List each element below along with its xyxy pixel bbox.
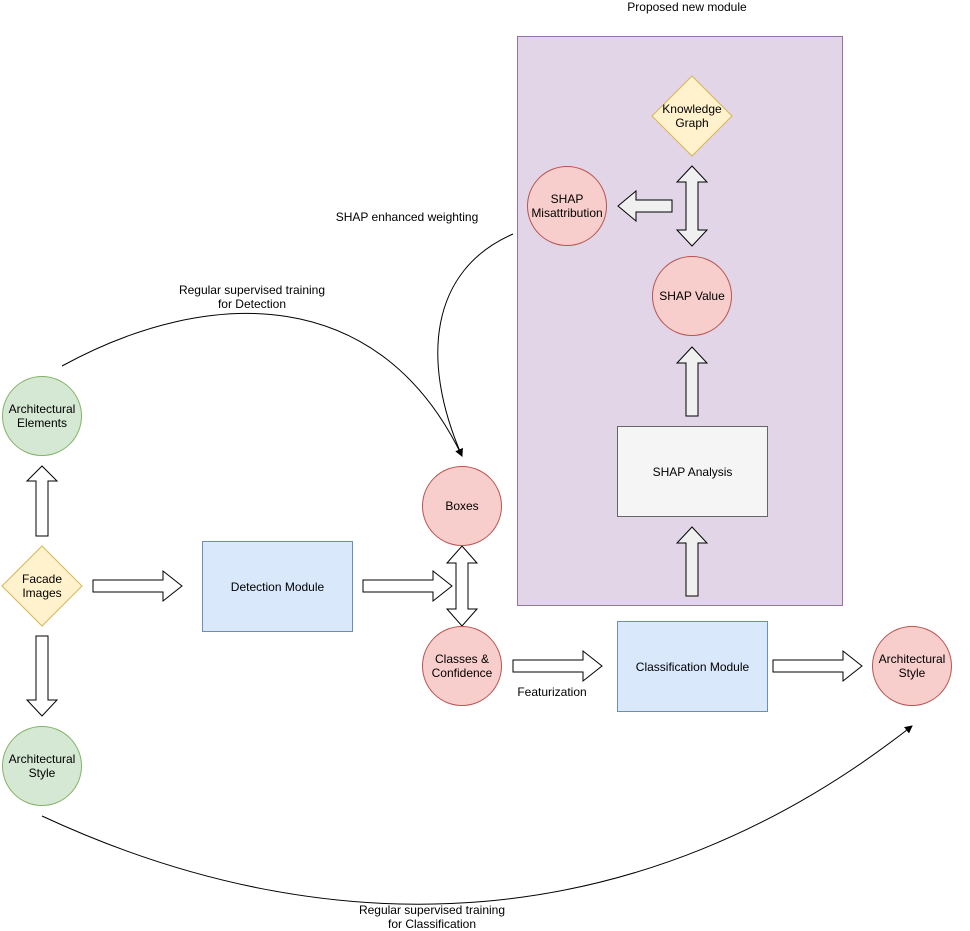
facade-images-shape: [1, 545, 83, 627]
architectural-elements-node: Architectural Elements: [2, 376, 82, 456]
arrow-to-misattribution: [617, 189, 673, 223]
arrow-detection-to-boxes: [362, 569, 453, 603]
curve-classification-training: [41, 725, 913, 905]
shap-analysis-node: SHAP Analysis: [617, 426, 768, 517]
architectural-elements-label: Architectural Elements: [8, 402, 76, 430]
arrow-classification-to-shap-analysis: [675, 526, 709, 597]
detection-module-label: Detection Module: [230, 579, 325, 594]
classification-training-label: Regular supervised training for Classifi…: [358, 903, 506, 931]
shap-misattribution-label: SHAP Misattribution: [531, 192, 603, 220]
proposed-module-label: Proposed new module: [627, 0, 747, 14]
arrow-classes-to-classification: [512, 649, 603, 683]
boxes-node: Boxes: [422, 466, 502, 546]
architectural-style-input-node: Architectural Style: [2, 726, 82, 806]
architectural-style-output-label: Architectural Style: [878, 652, 946, 680]
architectural-style-input-label: Architectural Style: [8, 752, 76, 780]
arrow-facade-to-elements: [25, 465, 59, 537]
arrow-facade-to-style: [25, 635, 59, 717]
detection-module-node: Detection Module: [202, 541, 353, 632]
architectural-style-output-node: Architectural Style: [872, 626, 952, 706]
classification-module-label: Classification Module: [635, 659, 750, 674]
curve-shap-weighting: [437, 233, 514, 457]
classification-module-node: Classification Module: [617, 621, 768, 712]
arrow-value-knowledge-bidirectional: [675, 165, 709, 247]
facade-images-node: Facade Images: [2, 546, 82, 626]
shap-analysis-label: SHAP Analysis: [652, 464, 733, 479]
knowledge-graph-label: Knowledge Graph: [662, 102, 722, 130]
facade-images-label: Facade Images: [21, 572, 63, 600]
knowledge-graph-shape: [651, 75, 733, 157]
detection-training-label: Regular supervised training for Detectio…: [178, 283, 326, 311]
arrow-shap-analysis-to-value: [675, 346, 709, 417]
curve-detection-training: [61, 313, 463, 457]
shap-misattribution-node: SHAP Misattribution: [527, 166, 607, 246]
arrow-facade-to-detection: [92, 569, 183, 603]
boxes-label: Boxes: [445, 499, 479, 513]
knowledge-graph-node: Knowledge Graph: [652, 76, 732, 156]
arrow-classification-to-style: [772, 649, 863, 683]
featurization-label: Featurization: [517, 685, 587, 699]
shap-value-label: SHAP Value: [659, 289, 725, 303]
classes-confidence-label: Classes & Confidence: [431, 652, 493, 680]
shap-weighting-label: SHAP enhanced weighting: [335, 210, 479, 224]
shap-value-node: SHAP Value: [652, 256, 732, 336]
classes-confidence-node: Classes & Confidence: [422, 626, 502, 706]
